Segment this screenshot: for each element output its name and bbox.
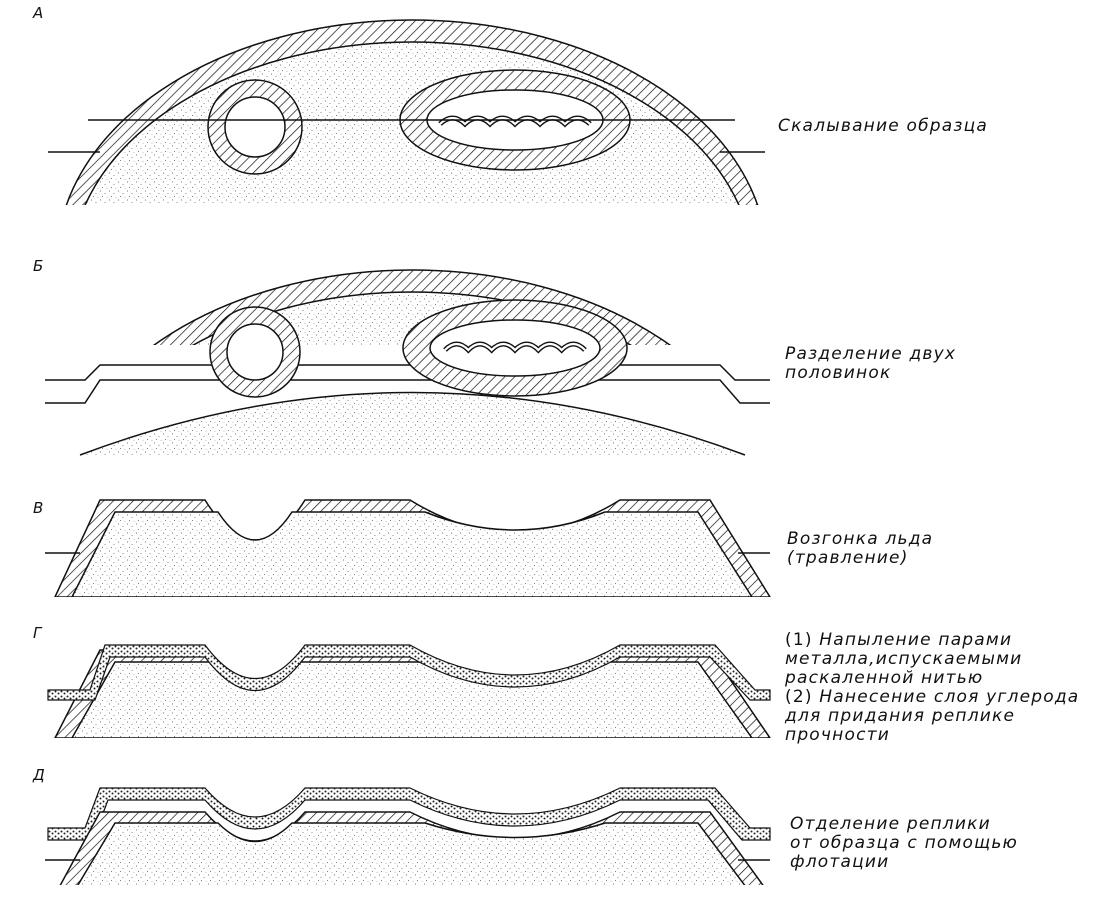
step-caption: Скалывание образца — [778, 117, 988, 136]
caption-line: Отделение реплики — [790, 815, 1018, 834]
panel-v-etching — [45, 500, 770, 597]
caption-text: Напыление парами — [813, 630, 1013, 650]
caption-text: раскаленной нитью — [785, 668, 983, 688]
caption-number: (2) — [785, 687, 813, 707]
specimen-surface — [72, 662, 752, 738]
specimen-surface — [72, 823, 752, 895]
panel-g-coating — [48, 645, 770, 738]
caption-line: раскаленной нитью — [785, 669, 1079, 688]
caption-line: от образца с помощью — [790, 834, 1018, 853]
caption-line: Разделение двух — [785, 345, 956, 364]
step-letter: Б — [33, 257, 43, 275]
caption-number: (1) — [785, 630, 813, 650]
caption-line: (травление) — [787, 549, 933, 568]
caption-text: металла,испускаемыми — [785, 649, 1022, 669]
caption-line: Скалывание образца — [778, 117, 988, 136]
caption-line: (2) Нанесение слоя углерода — [785, 688, 1079, 707]
step-letter: В — [33, 499, 43, 517]
step-letter: Г — [33, 624, 41, 642]
caption-text: прочности — [785, 725, 890, 745]
caption-line: металла,испускаемыми — [785, 650, 1079, 669]
etched-surface — [72, 512, 752, 597]
vesicle-lumen — [225, 97, 285, 157]
step-letter: Д — [33, 766, 45, 784]
caption-line: половинок — [785, 364, 956, 383]
caption-line: прочности — [785, 726, 1079, 745]
caption-text: для придания реплике — [785, 706, 1015, 726]
caption-text: Нанесение слоя углерода — [813, 687, 1080, 707]
caption-line: флотации — [790, 853, 1018, 872]
panel-d-flotation — [45, 788, 770, 895]
caption-line: Возгонка льда — [787, 530, 933, 549]
step-caption: Возгонка льда(травление) — [787, 530, 933, 568]
step-letter: А — [33, 4, 43, 22]
caption-line: (1) Напыление парами — [785, 631, 1079, 650]
vesicle-lumen — [227, 324, 283, 380]
caption-line: для придания реплике — [785, 707, 1079, 726]
